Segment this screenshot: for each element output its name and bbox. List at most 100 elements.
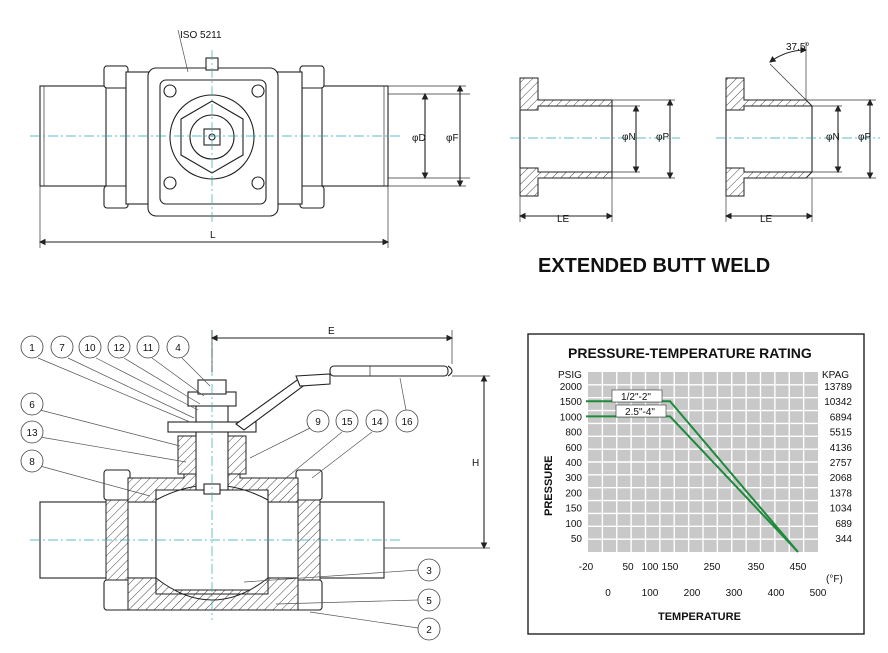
svg-text:15: 15: [341, 417, 353, 428]
callout-13: 13: [20, 420, 187, 463]
kpag-tick: 1034: [830, 504, 853, 515]
psig-tick: 1500: [560, 397, 583, 408]
psig-tick: 300: [565, 473, 582, 484]
kpag-tick: 13789: [824, 382, 852, 393]
x-axis-label: TEMPERATURE: [658, 611, 741, 623]
pt-chart: PRESSURE-TEMPERATURE RATING PSIG KPAG 20…: [527, 333, 865, 635]
svg-text:9: 9: [315, 417, 321, 428]
series-label: 2.5"-4": [625, 407, 655, 418]
butt-weld-right: φN φP LE 37.5°: [716, 42, 880, 225]
dim-phiP-right: φP: [858, 132, 871, 143]
c-tick: 0: [605, 588, 611, 599]
svg-text:8: 8: [29, 457, 35, 468]
psig-tick: 50: [571, 534, 583, 545]
c-tick: 500: [810, 588, 827, 599]
dim-phiD: φD: [412, 133, 426, 144]
dim-bevel-angle: 37.5°: [786, 42, 809, 53]
svg-text:12: 12: [113, 343, 125, 354]
psig-tick: 600: [565, 443, 582, 454]
kpag-tick-labels: 13789 10342 6894 5515 4136 2757 2068 1378 1034 68…: [824, 382, 852, 545]
callout-14: 14: [311, 409, 389, 479]
svg-text:14: 14: [371, 417, 383, 428]
kpag-tick: 6894: [830, 412, 853, 423]
kpag-tick: 344: [835, 534, 852, 545]
callout-1: 1: [20, 335, 191, 423]
section-title: EXTENDED BUTT WELD: [538, 255, 770, 277]
f-tick: 450: [790, 562, 807, 573]
kpag-tick: 4136: [830, 443, 853, 454]
f-tick: 150: [662, 562, 679, 573]
kpag-tick: 2068: [830, 473, 853, 484]
c-tick: 300: [726, 588, 743, 599]
series-line-1: [586, 415, 799, 553]
psig-tick: 100: [565, 519, 582, 530]
dim-phiN-right: φN: [826, 132, 840, 143]
dim-E: E: [328, 326, 335, 337]
svg-text:3: 3: [426, 566, 432, 577]
callout-3: 3: [243, 558, 441, 583]
chart-title: PRESSURE-TEMPERATURE RATING: [568, 345, 812, 361]
callout-15: 15: [285, 409, 359, 479]
top-view: φD φF L ISO 5211: [30, 29, 470, 248]
psig-tick: 800: [565, 428, 582, 439]
f-tick: 250: [704, 562, 721, 573]
svg-text:10: 10: [84, 343, 96, 354]
psig-tick: 400: [565, 458, 582, 469]
dim-H: H: [472, 458, 479, 469]
svg-text:13: 13: [26, 428, 38, 439]
kpag-tick: 689: [835, 519, 852, 530]
psig-tick: 2000: [560, 382, 583, 393]
svg-text:5: 5: [426, 596, 432, 607]
f-tick: 50: [622, 562, 634, 573]
kpag-tick: 2757: [830, 458, 853, 469]
callout-9: 9: [249, 409, 330, 459]
callout-7: 7: [50, 335, 195, 419]
psig-tick: 200: [565, 488, 582, 499]
callout-4: 4: [166, 335, 211, 387]
dim-LE-left: LE: [557, 214, 570, 225]
unit-psig: PSIG: [558, 370, 582, 381]
kpag-tick: 1378: [830, 488, 853, 499]
unit-fahrenheit: (°F): [826, 574, 843, 585]
series-lines: 1/2"-2" 2.5"-4": [586, 389, 799, 553]
svg-text:7: 7: [59, 343, 65, 354]
c-tick: 400: [768, 588, 785, 599]
dim-L: L: [210, 230, 216, 241]
y-axis-label: PRESSURE: [543, 455, 555, 516]
svg-text:16: 16: [401, 417, 413, 428]
dim-LE-right: LE: [760, 214, 773, 225]
section-view: E H: [30, 326, 490, 620]
callout-2: 2: [309, 611, 441, 641]
dim-phiF: φF: [446, 133, 459, 144]
kpag-tick: 5515: [830, 428, 853, 439]
dim-phiP-left: φP: [656, 132, 669, 143]
butt-weld-left: φN φP LE: [510, 77, 680, 225]
callouts: 1 7 10 12 11 4 6 13 8 9 15 14 16 3 5 2: [20, 335, 441, 641]
svg-text:2: 2: [426, 625, 432, 636]
kpag-tick: 10342: [824, 397, 852, 408]
unit-kpag: KPAG: [822, 370, 849, 381]
f-tick: 350: [748, 562, 765, 573]
callout-8: 8: [20, 449, 151, 497]
psig-tick: 150: [565, 504, 582, 515]
callout-16: 16: [395, 377, 419, 433]
c-tick-labels: 0 100 200 300 400 500: [605, 588, 827, 599]
series-label: 1/2"-2": [621, 392, 651, 403]
svg-text:11: 11: [143, 343, 154, 354]
iso-label: ISO 5211: [180, 30, 222, 41]
callout-12: 12: [107, 335, 201, 405]
svg-text:1: 1: [29, 343, 35, 354]
f-tick: 100: [642, 562, 659, 573]
series-label-box: [611, 389, 663, 403]
callout-6: 6: [20, 392, 181, 447]
c-tick: 200: [684, 588, 701, 599]
series-label-box: [615, 404, 667, 418]
callout-10: 10: [78, 335, 199, 411]
svg-text:6: 6: [29, 400, 35, 411]
svg-text:4: 4: [175, 343, 181, 354]
f-tick: -20: [579, 562, 594, 573]
c-tick: 100: [642, 588, 659, 599]
